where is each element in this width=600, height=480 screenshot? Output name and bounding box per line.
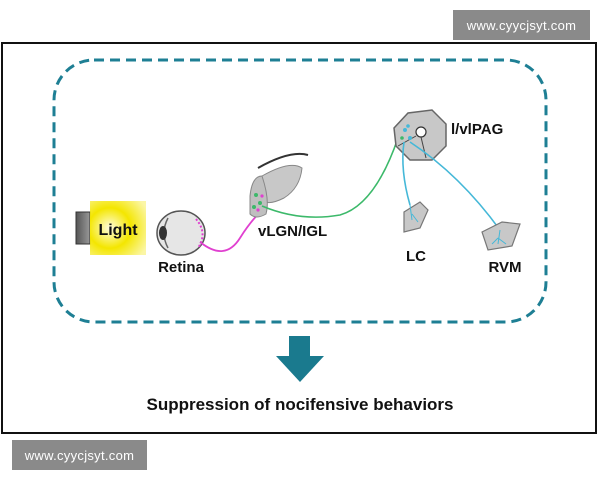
rvm-label: RVM <box>488 259 521 276</box>
pag-to-lc-projection <box>402 141 411 206</box>
lc-region <box>403 201 429 233</box>
dashed-boundary <box>52 58 548 324</box>
down-arrow-icon <box>276 336 324 382</box>
pag-label: l/vlPAG <box>451 121 503 138</box>
pag-region <box>393 109 447 161</box>
outcome-caption: Suppression of nocifensive behaviors <box>146 395 454 414</box>
vlgn-to-pag-projection <box>261 137 399 218</box>
watermark-top: www.cyycjsyt.com <box>453 10 590 40</box>
retina-label: Retina <box>158 259 205 276</box>
light-box <box>90 201 146 255</box>
vlgn-igl-region <box>249 152 309 218</box>
pag-to-rvm-projection <box>409 141 501 231</box>
eye-icon <box>156 210 206 256</box>
light-source: Light <box>75 201 146 255</box>
watermark-bottom: www.cyycjsyt.com <box>12 440 147 470</box>
light-label: Light <box>98 222 138 239</box>
rvm-region <box>481 221 521 251</box>
lc-label: LC <box>406 248 426 265</box>
vlgn-igl-label: vLGN/IGL <box>258 223 327 240</box>
